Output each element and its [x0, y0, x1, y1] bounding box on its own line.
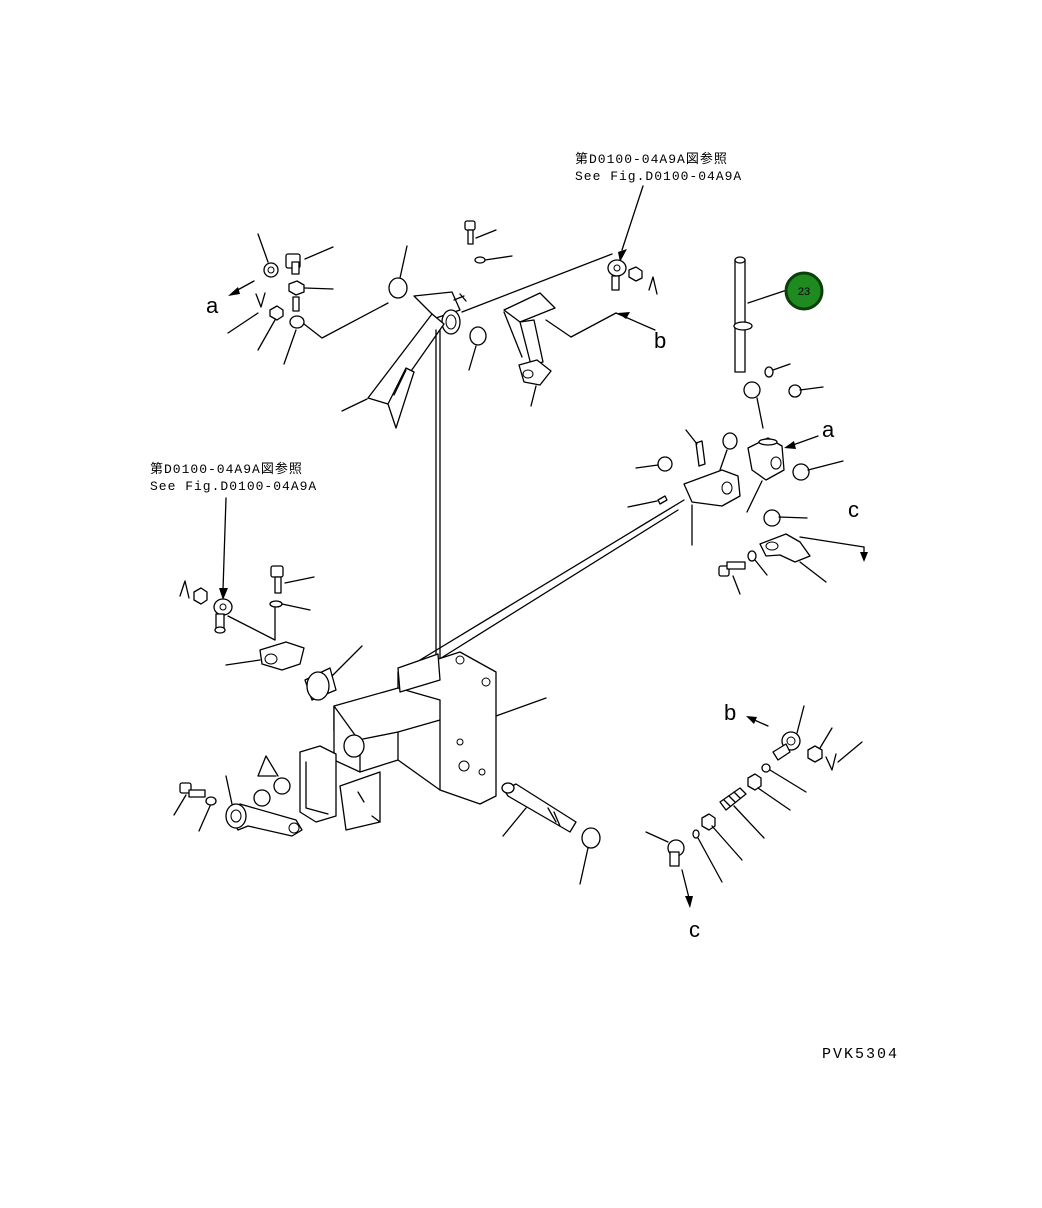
arrow-a-left	[228, 280, 255, 296]
arrow-b-bottom	[746, 716, 769, 727]
top-reference-jp: 第D0100-04A9A図参照	[575, 151, 728, 167]
arrow-b-top	[545, 312, 656, 338]
arrow-c-right	[799, 536, 868, 562]
connection-label-c-bottom: c	[689, 917, 700, 942]
top-lever	[341, 220, 613, 661]
callout-23-circle[interactable]	[784, 271, 824, 311]
connection-label-b-top: b	[654, 328, 666, 353]
bottom-shaft	[501, 782, 601, 885]
top-left-linkage	[227, 233, 389, 365]
arrow-c-bottom	[681, 869, 693, 908]
top-reference-arrow	[618, 185, 644, 262]
left-mid-linkage	[179, 565, 363, 701]
left-reference-jp: 第D0100-04A9A図参照	[150, 461, 303, 477]
connection-label-c-right: c	[848, 497, 859, 522]
bottom-left-linkage	[173, 755, 303, 837]
connection-label-a-right: a	[822, 417, 835, 442]
right-shaft-assembly	[419, 256, 844, 666]
arrow-a-right	[784, 435, 819, 449]
top-right-rod-end	[607, 259, 658, 295]
callout-23-badge[interactable]: 23	[784, 271, 824, 311]
connection-label-a-left: a	[206, 293, 219, 318]
left-reference-arrow	[219, 497, 228, 600]
top-reference-en: See Fig.D0100-04A9A	[575, 169, 742, 184]
drawing-code: PVK5304	[822, 1046, 899, 1063]
connection-label-b-bottom: b	[724, 700, 736, 725]
bottom-right-rod	[645, 705, 863, 883]
left-reference-en: See Fig.D0100-04A9A	[150, 479, 317, 494]
pedal-body	[299, 651, 547, 831]
callout-23-label: 23	[798, 286, 810, 298]
